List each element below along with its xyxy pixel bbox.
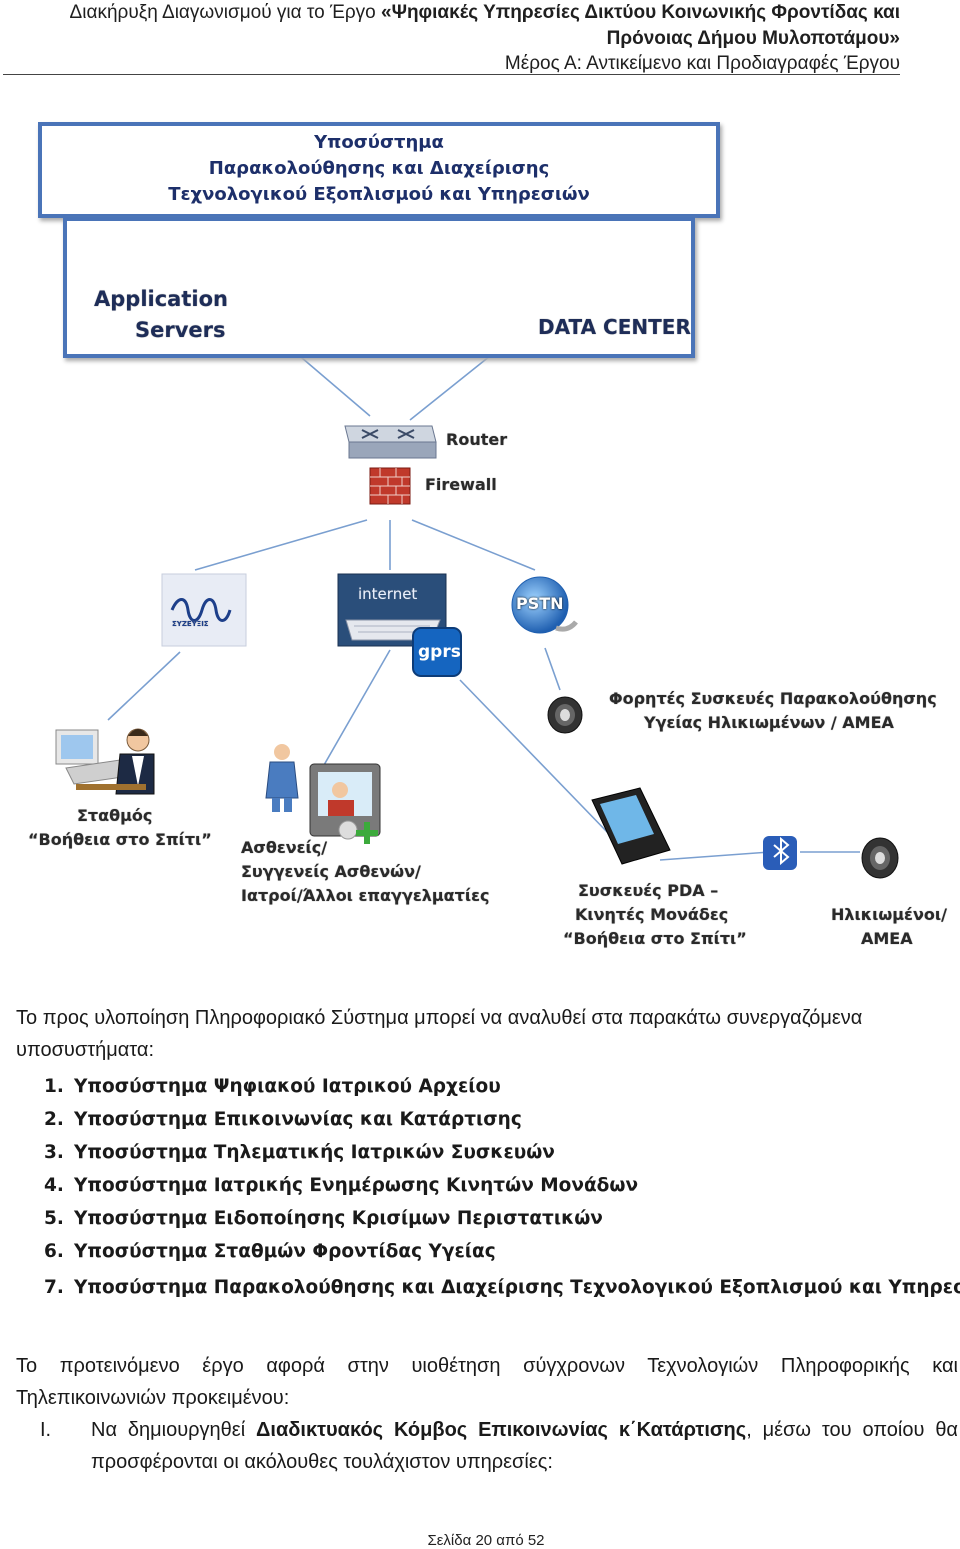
list-item: 3.Υποσύστημα Τηλεματικής Ιατρικών Συσκευ… [44, 1142, 555, 1163]
intro-paragraph: Το προς υλοποίηση Πληροφοριακό Σύστημα μ… [16, 1007, 863, 1061]
subsystems-list: 1.Υποσύστημα Ψηφιακού Ιατρικού Αρχείου 2… [44, 1070, 960, 1304]
elderly-label-1: Ηλικιωμένοι/ [831, 905, 947, 924]
wearables-label-2: Υγείας Ηλικιωμένων / ΑΜΕΑ [644, 713, 894, 732]
list-item: 2.Υποσύστημα Επικοινωνίας και Κατάρτισης [44, 1109, 522, 1130]
page-number: Σελίδα 20 από 52 [427, 1532, 545, 1549]
pstn-label: PSTN [516, 594, 564, 613]
syzefxis-label: ΣΥΖΕΥΞΙΣ [172, 620, 209, 628]
router-label: Router [446, 430, 508, 449]
wearables-label-1: Φορητές Συσκευές Παρακολούθησης [609, 689, 937, 708]
servers-box [63, 217, 695, 358]
gprs-label: gprs [418, 642, 461, 662]
item-marker: I. [40, 1419, 52, 1441]
diagram-title-line-2: Παρακολούθησης και Διαχείρισης [208, 158, 550, 179]
patients-label-3: Ιατροί/Άλλοι επαγγελματίες [241, 886, 490, 905]
project-paragraph: Το προτεινόμενο έργο αφορά στην υιοθέτησ… [16, 1350, 958, 1414]
pda-label-2: Κινητές Μονάδες [575, 905, 729, 924]
station-label-2: “Βοήθεια στο Σπίτι” [28, 830, 212, 849]
header-line-2: Πρόνοιας Δήμου Μυλοποτάμου» [606, 27, 900, 49]
wearable-device-icon-2 [861, 837, 899, 879]
architecture-diagram: Υποσύστημα Παρακολούθησης και Διαχείριση… [0, 100, 960, 980]
item-text: Να δημιουργηθεί Διαδικτυακός Κόμβος Επικ… [91, 1414, 958, 1478]
syzefxis-network-icon [161, 573, 247, 647]
patient-kiosk-icon [309, 763, 381, 837]
project-paragraph-line-2: Τηλεπικοινωνιών προκειμένου: [16, 1387, 290, 1409]
diagram-title-line-1: Υποσύστημα [314, 132, 444, 153]
patients-label-1: Ασθενείς/ [241, 838, 328, 857]
application-servers-label-2: Servers [135, 318, 226, 342]
list-item: 6.Υποσύστημα Σταθμών Φροντίδας Υγείας [44, 1241, 496, 1262]
header-line-1: Διακήρυξη Διαγωνισμού για το Έργο «Ψηφια… [69, 2, 900, 23]
gprs-icon [412, 627, 462, 677]
list-item: 7.Υποσύστημα Παρακολούθησης και Διαχείρι… [44, 1277, 960, 1298]
list-item: 4.Υποσύστημα Ιατρικής Ενημέρωσης Κινητών… [44, 1175, 639, 1196]
internet-label: internet [358, 585, 418, 603]
firewall-label: Firewall [425, 475, 497, 494]
data-center-label: DATA CENTER [538, 315, 691, 339]
application-servers-label-1: Application [94, 287, 228, 311]
list-item: 1.Υποσύστημα Ψηφιακού Ιατρικού Αρχείου [44, 1076, 501, 1097]
header-divider [3, 74, 900, 75]
add-patient-icon [338, 820, 378, 844]
list-item: 5.Υποσύστημα Ειδοποίησης Κρισίμων Περιστ… [44, 1208, 603, 1229]
item-text-line-1: Να δημιουργηθεί Διαδικτυακός Κόμβος Επικ… [91, 1419, 958, 1441]
workstation-operator-icon [55, 728, 155, 795]
pstn-phone-icon [511, 576, 578, 634]
firewall-icon [369, 467, 411, 505]
bluetooth-icon [763, 836, 797, 870]
doctor-icon [265, 744, 299, 812]
router-icon [344, 425, 437, 459]
pda-label-3: “Βοήθεια στο Σπίτι” [563, 929, 747, 948]
wearable-device-icon [547, 696, 583, 734]
page-header: Διακήρυξη Διαγωνισμού για το Έργο «Ψηφια… [0, 0, 900, 77]
patients-label-2: Συγγενείς Ασθενών/ [241, 862, 421, 881]
item-text-line-2: προσφέρονται οι ακόλουθες τουλάχιστον υπ… [91, 1451, 553, 1473]
station-label-1: Σταθμός [77, 806, 153, 825]
pda-label-1: Συσκευές PDA – [578, 881, 719, 900]
connection-lines [107, 351, 860, 861]
project-paragraph-line-1: Το προτεινόμενο έργο αφορά στην υιοθέτησ… [16, 1355, 958, 1377]
diagram-title-line-3: Τεχνολογικού Εξοπλισμού και Υπηρεσιών [168, 184, 590, 205]
header-line-3: Μέρος Α: Αντικείμενο και Προδιαγραφές Έρ… [504, 53, 900, 74]
subsystem-title-box: Υποσύστημα Παρακολούθησης και Διαχείριση… [38, 122, 720, 218]
elderly-label-2: ΑΜΕΑ [861, 929, 913, 948]
pda-device-icon [591, 787, 671, 865]
